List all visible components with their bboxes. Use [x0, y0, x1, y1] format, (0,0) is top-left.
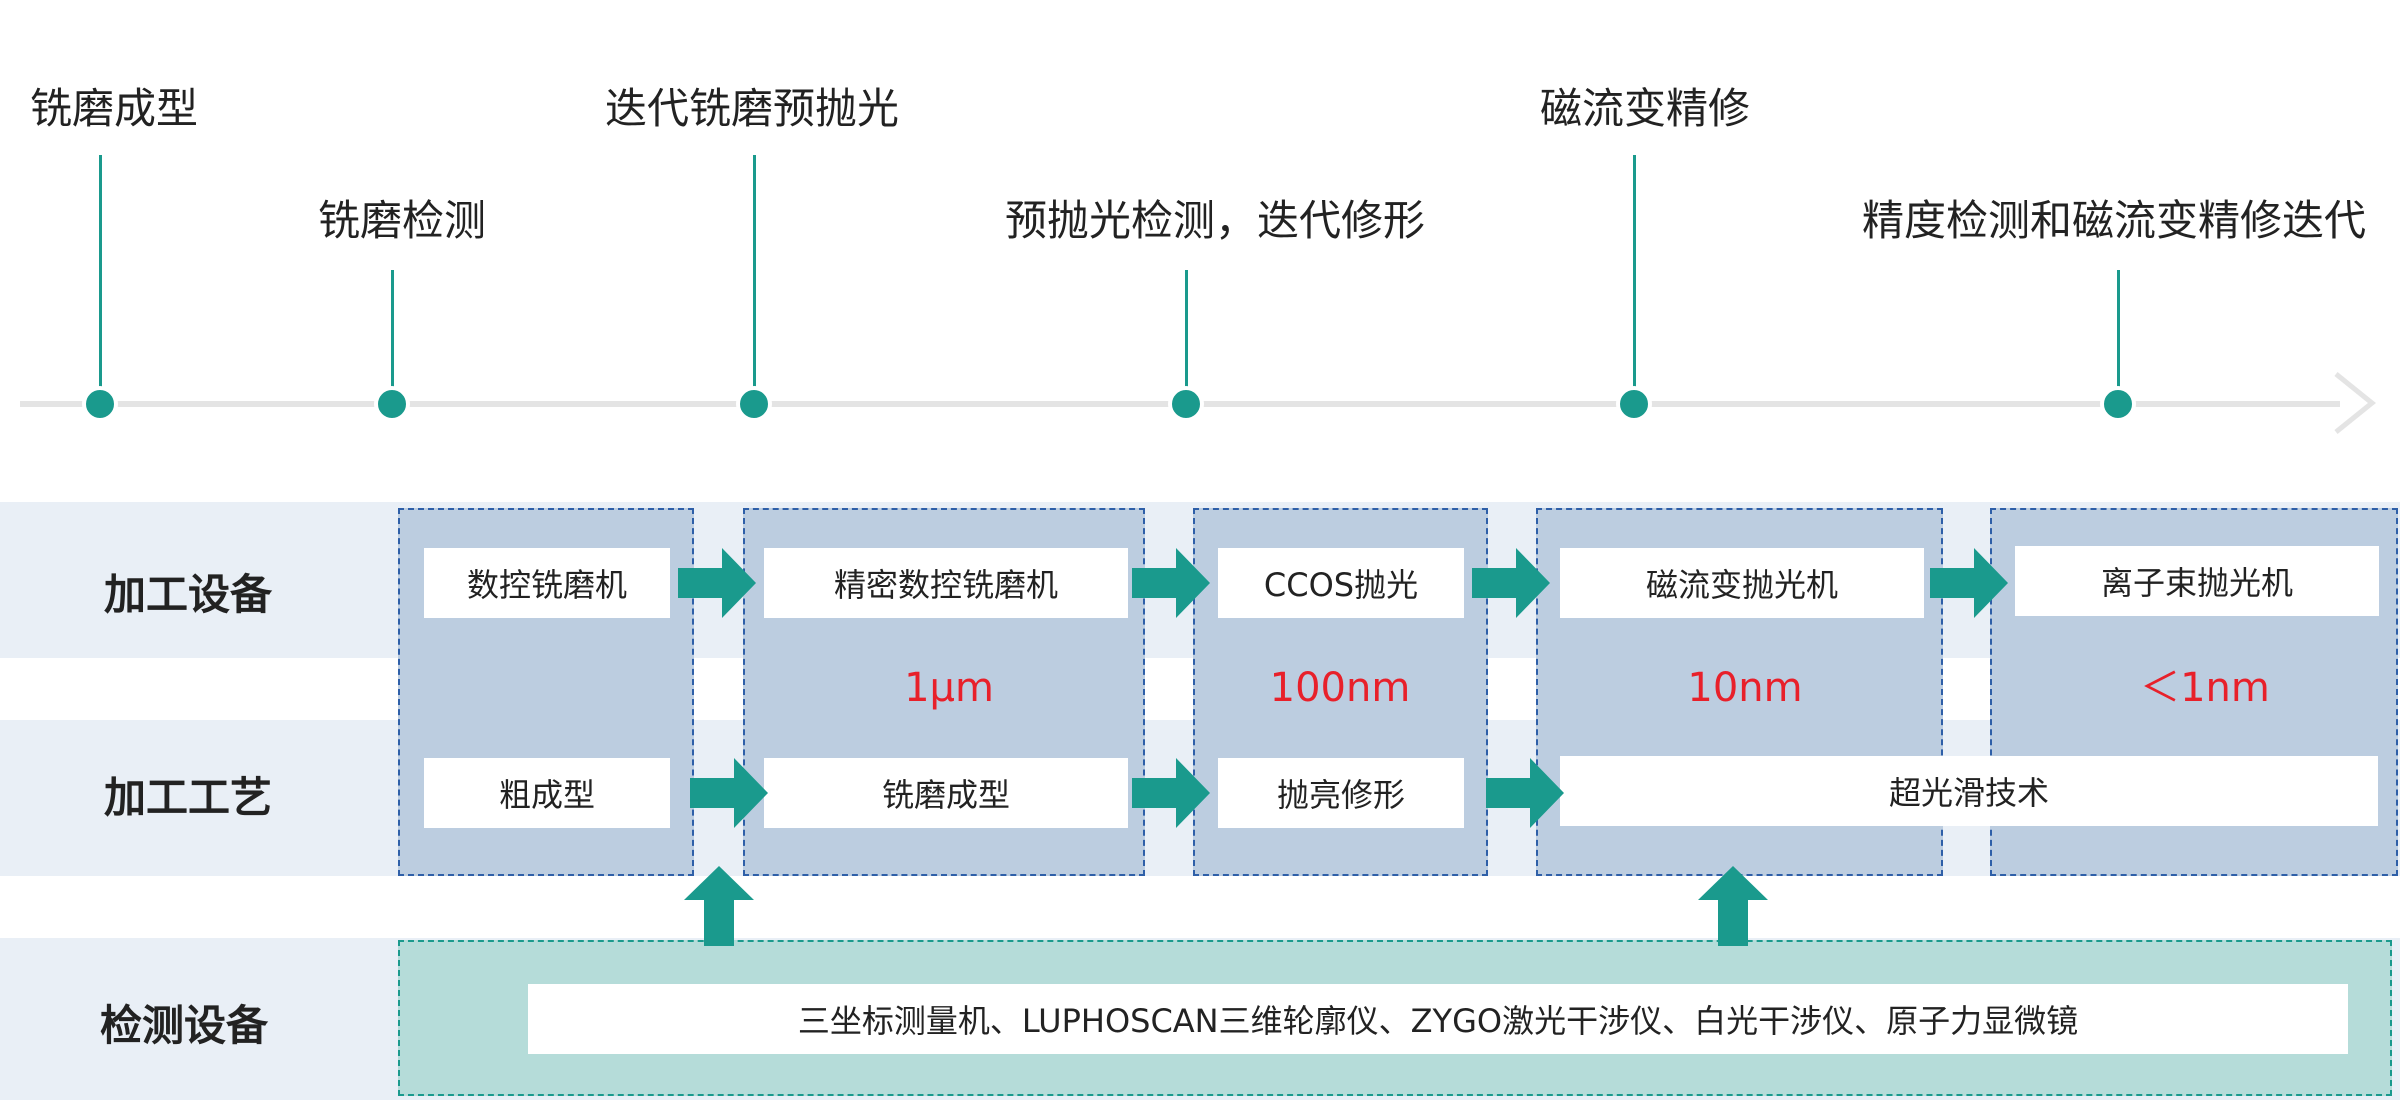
process-box: 铣磨成型	[764, 758, 1128, 828]
milestone-stem	[2117, 270, 2120, 387]
row-label-process: 加工工艺	[104, 773, 273, 822]
milestone-label: 铣磨检测	[318, 196, 487, 245]
inspection-box: 三坐标测量机、LUPHOSCAN三维轮廓仪、ZYGO激光干涉仪、白光干涉仪、原子…	[528, 984, 2348, 1054]
precision-label: ＜1nm	[2140, 665, 2270, 711]
arrow-right-icon	[1132, 758, 1210, 828]
arrow-up-icon	[1698, 866, 1768, 946]
process-box: 粗成型	[424, 758, 670, 828]
arrow-right-icon	[1486, 758, 1564, 828]
milestone-label: 铣磨成型	[30, 84, 199, 133]
milestone-label: 预抛光检测，迭代修形	[1005, 196, 1426, 245]
milestone-dot	[736, 386, 772, 422]
milestone-stem	[391, 270, 394, 387]
arrow-right-icon	[1930, 548, 2008, 618]
milestone-dot	[374, 386, 410, 422]
milestone-dot	[2100, 386, 2136, 422]
milestone-dot	[82, 386, 118, 422]
milestone-label: 磁流变精修	[1540, 84, 1751, 133]
row-label-equipment: 加工设备	[104, 570, 273, 619]
arrow-right-icon	[1132, 548, 1210, 618]
precision-label: 100nm	[1269, 665, 1411, 711]
equipment-box: 精密数控铣磨机	[764, 548, 1128, 618]
timeline-arrowhead-icon	[2334, 372, 2376, 434]
equipment-box: CCOS抛光	[1218, 548, 1464, 618]
arrow-up-icon	[684, 866, 754, 946]
arrow-right-icon	[1472, 548, 1550, 618]
arrow-right-icon	[690, 758, 768, 828]
milestone-stem	[1633, 155, 1636, 387]
arrow-right-icon	[678, 548, 756, 618]
equipment-box: 数控铣磨机	[424, 548, 670, 618]
milestone-dot	[1168, 386, 1204, 422]
milestone-stem	[753, 155, 756, 387]
milestone-label: 精度检测和磁流变精修迭代	[1862, 196, 2367, 245]
milestone-label: 迭代铣磨预抛光	[605, 84, 900, 133]
milestone-stem	[1185, 270, 1188, 387]
process-box: 超光滑技术	[1560, 756, 2378, 826]
precision-label: 1μm	[904, 665, 994, 711]
milestone-dot	[1616, 386, 1652, 422]
milestone-stem	[99, 155, 102, 387]
equipment-box: 离子束抛光机	[2015, 546, 2379, 616]
row-label-inspection: 检测设备	[100, 1001, 269, 1050]
precision-label: 10nm	[1687, 665, 1803, 711]
equipment-box: 磁流变抛光机	[1560, 548, 1924, 618]
process-box: 抛亮修形	[1218, 758, 1464, 828]
